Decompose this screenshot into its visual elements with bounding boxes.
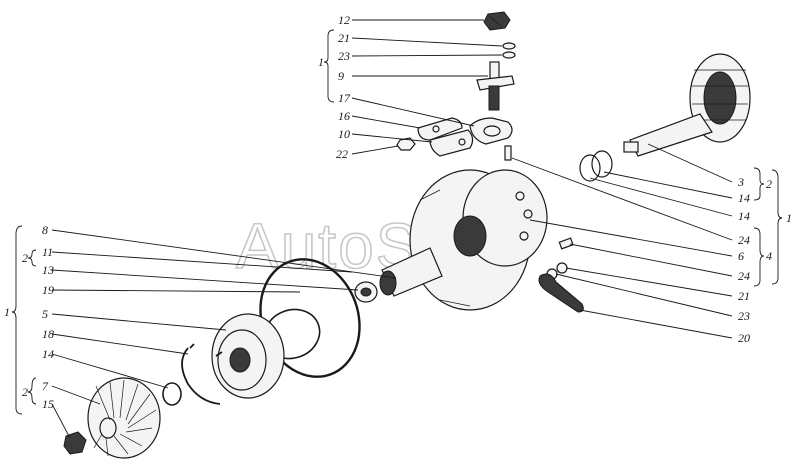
group-label-2-left-b: 2	[22, 385, 28, 399]
group-label-2-right: 2	[766, 177, 772, 191]
label-21-r: 21	[738, 289, 750, 303]
label-11: 11	[42, 245, 53, 259]
group-label-1-top: 1	[318, 55, 324, 69]
label-24-r1: 24	[738, 233, 750, 247]
part-bush-13	[354, 281, 378, 303]
part-washer-21	[502, 42, 516, 50]
part-nut-15	[63, 431, 87, 455]
group-braces	[11, 29, 783, 415]
part-pin-24-lower	[558, 237, 574, 250]
label-9: 9	[338, 69, 344, 83]
label-15: 15	[42, 397, 54, 411]
group-label-4-right: 4	[766, 249, 772, 263]
part-seal-housing-5	[211, 313, 285, 399]
group-label-1-right: 1	[786, 211, 792, 225]
label-19: 19	[42, 283, 54, 297]
label-16: 16	[338, 109, 350, 123]
label-8: 8	[42, 223, 48, 237]
part-sleeve-11	[379, 247, 443, 297]
part-bearing-housing-6	[409, 169, 548, 311]
label-5: 5	[42, 307, 48, 321]
part-compressor-wheel-7	[87, 377, 161, 459]
label-3: 3	[737, 175, 744, 189]
part-plate-10	[429, 129, 474, 157]
label-21-top: 21	[338, 31, 350, 45]
label-20: 20	[738, 331, 750, 345]
label-10: 10	[338, 127, 350, 141]
callout-labels: 12 21 23 9 17 16 10 22 3 14 14 24 6 24 2…	[4, 13, 792, 411]
label-17: 17	[338, 91, 351, 105]
label-7: 7	[42, 379, 49, 393]
label-23-r: 23	[738, 309, 750, 323]
group-label-2-left-a: 2	[22, 251, 28, 265]
part-ring-14-small	[162, 382, 182, 406]
part-seal-ring-14-right	[579, 150, 613, 182]
group-label-1-left: 1	[4, 305, 10, 319]
part-plate-16	[417, 117, 463, 141]
part-gasket-17	[469, 117, 513, 145]
label-12: 12	[338, 13, 350, 27]
part-nut-22	[396, 137, 416, 151]
label-18: 18	[42, 327, 54, 341]
part-circlip-18	[181, 343, 223, 405]
part-turbine-wheel-shaft-3	[623, 53, 751, 157]
label-23-top: 23	[338, 49, 350, 63]
label-14-r1: 14	[738, 191, 750, 205]
part-link-20	[538, 273, 584, 313]
leader-lines	[51, 19, 733, 439]
part-pin-24-upper	[504, 145, 512, 161]
part-nut-12	[483, 11, 511, 31]
part-washer-21-lower	[556, 262, 568, 274]
part-stud-9	[476, 61, 515, 111]
label-24-r2: 24	[738, 269, 750, 283]
label-14-left: 14	[42, 347, 54, 361]
label-13: 13	[42, 263, 54, 277]
label-22: 22	[336, 147, 348, 161]
part-washer-23	[502, 51, 516, 59]
label-6: 6	[738, 249, 744, 263]
label-14-r2: 14	[738, 209, 750, 223]
